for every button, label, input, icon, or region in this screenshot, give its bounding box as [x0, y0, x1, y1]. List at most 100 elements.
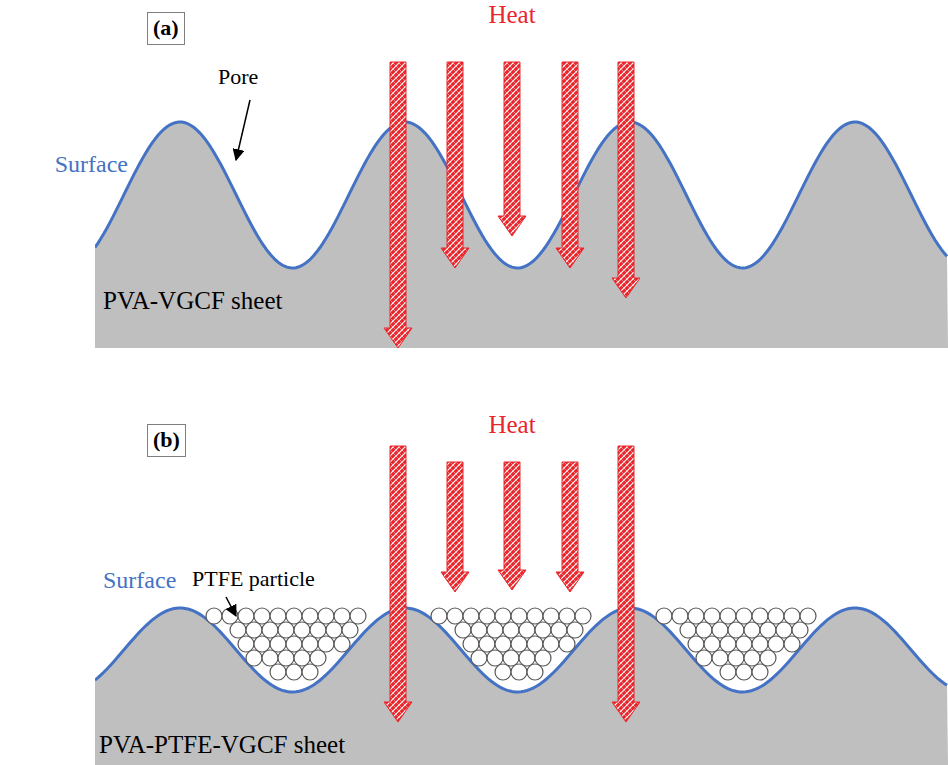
ptfe-particle — [326, 622, 342, 638]
ptfe-particle — [294, 622, 310, 638]
ptfe-particle — [744, 622, 760, 638]
ptfe-particle — [511, 664, 527, 680]
ptfe-particle — [519, 622, 535, 638]
ptfe-particle — [254, 636, 270, 652]
ptfe-particle — [334, 608, 350, 624]
ptfe-particle — [535, 622, 551, 638]
ptfe-particle — [712, 650, 728, 666]
ptfe-particle — [768, 636, 784, 652]
ptfe-particle — [672, 608, 688, 624]
ptfe-particle — [680, 622, 696, 638]
ptfe-particle — [431, 608, 447, 624]
ptfe-particle — [688, 608, 704, 624]
ptfe-particle — [760, 622, 776, 638]
ptfe-particle — [696, 622, 712, 638]
ptfe-particle — [350, 608, 366, 624]
heat-arrow — [384, 62, 412, 348]
ptfe-particle — [342, 622, 358, 638]
ptfe-particle — [206, 608, 222, 624]
ptfe-particle — [752, 636, 768, 652]
surface-line — [95, 608, 947, 692]
heat-arrow — [498, 462, 526, 590]
surface-line — [95, 122, 947, 268]
ptfe-particle — [704, 608, 720, 624]
ptfe-particle — [704, 636, 720, 652]
ptfe-particle — [527, 608, 543, 624]
ptfe-particle — [262, 650, 278, 666]
ptfe-particle — [535, 650, 551, 666]
heat-label: Heat — [488, 410, 535, 440]
ptfe-particle — [543, 636, 559, 652]
ptfe-particle — [463, 608, 479, 624]
heat-arrow — [556, 462, 584, 592]
ptfe-particle — [752, 608, 768, 624]
ptfe-particle — [495, 664, 511, 680]
ptfe-particle — [776, 622, 792, 638]
sheet-body: PVA-VGCF sheet — [95, 110, 948, 348]
ptfe-particle — [784, 636, 800, 652]
panel-tag: (b) — [147, 424, 186, 457]
ptfe-particle — [294, 650, 310, 666]
ptfe-particle — [527, 664, 543, 680]
ptfe-particle — [559, 636, 575, 652]
ptfe-particle — [736, 608, 752, 624]
surface-label: Surface — [103, 566, 176, 595]
ptfe-particle — [286, 636, 302, 652]
panel-letter: (a) — [153, 15, 179, 41]
ptfe-particle — [559, 608, 575, 624]
ptfe-particles — [206, 608, 816, 680]
ptfe-particle — [511, 608, 527, 624]
ptfe-particle — [310, 650, 326, 666]
sheet-name: PVA-PTFE-VGCF sheet — [99, 730, 345, 760]
ptfe-particle — [712, 622, 728, 638]
ptfe-particle — [238, 636, 254, 652]
ptfe-particle — [286, 608, 302, 624]
ptfe-particle — [503, 622, 519, 638]
ptfe-particle — [792, 622, 808, 638]
ptfe-particle — [270, 636, 286, 652]
ptfe-particle — [254, 608, 270, 624]
ptfe-particle — [768, 608, 784, 624]
pore-leader — [236, 100, 250, 160]
ptfe-particle — [447, 608, 463, 624]
ptfe-particle — [487, 650, 503, 666]
ptfe-particle — [800, 608, 816, 624]
ptfe-particle — [784, 608, 800, 624]
ptfe-particle — [302, 608, 318, 624]
sheet-fill — [95, 122, 948, 348]
sheet-fill — [95, 608, 948, 765]
sheet-name: PVA-VGCF sheet — [103, 286, 282, 316]
heat-arrow — [441, 462, 469, 592]
ptfe-particle — [479, 608, 495, 624]
ptfe-particle — [471, 622, 487, 638]
ptfe-particle — [463, 636, 479, 652]
ptfe-particle — [318, 636, 334, 652]
ptfe-particle — [728, 650, 744, 666]
heat-arrow — [612, 446, 640, 722]
ptfe-particle — [278, 650, 294, 666]
ptfe-particle — [270, 608, 286, 624]
heat-arrow — [441, 62, 469, 268]
ptfe-particle — [310, 622, 326, 638]
ptfe-particle — [471, 650, 487, 666]
ptfe-particle — [238, 608, 254, 624]
ptfe-particle — [752, 664, 768, 680]
ptfe-particle — [230, 622, 246, 638]
heat-arrow — [498, 62, 526, 236]
ptfe-particle — [567, 622, 583, 638]
ptfe-particle — [551, 622, 567, 638]
ptfe-particle — [334, 636, 350, 652]
ptfe-particle — [744, 650, 760, 666]
surface-label: Surface — [55, 150, 128, 179]
ptfe-particle — [720, 664, 736, 680]
ptfe-particle — [503, 650, 519, 666]
ptfe-particle — [262, 622, 278, 638]
ptfe-particle — [760, 650, 776, 666]
heat-arrow — [384, 446, 412, 722]
particle-leader — [226, 597, 236, 616]
ptfe-particle — [302, 636, 318, 652]
ptfe-particle — [270, 664, 286, 680]
ptfe-particle — [455, 622, 471, 638]
ptfe-particle — [736, 636, 752, 652]
